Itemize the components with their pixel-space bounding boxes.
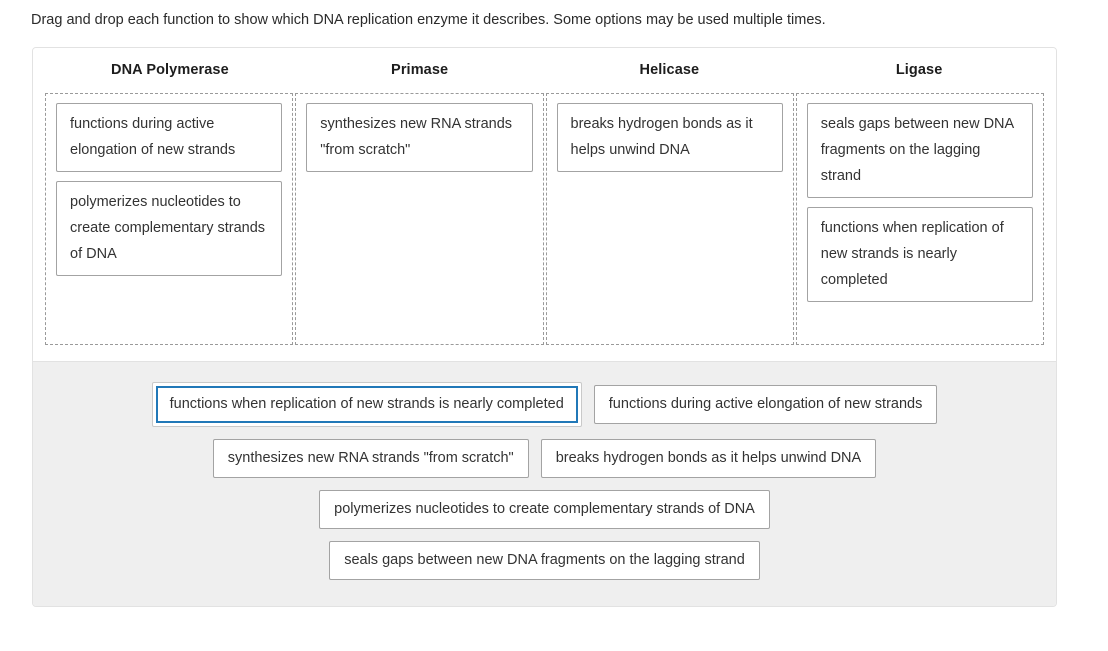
column-header-ligase: Ligase [895, 62, 943, 78]
drop-target-area: DNA Polymerase Primase Helicase Ligase f… [33, 48, 1056, 361]
drop-zone-helicase[interactable]: breaks hydrogen bonds as it helps unwind… [545, 93, 794, 345]
drop-zone-ligase[interactable]: seals gaps between new DNA fragments on … [795, 93, 1044, 345]
column-header-helicase: Helicase [639, 62, 700, 78]
column-headers: DNA Polymerase Primase Helicase Ligase [45, 62, 1044, 93]
column-header-primase: Primase [391, 62, 449, 78]
option-chip-label: functions when replication of new strand… [155, 386, 578, 423]
option-row: functions when replication of new strand… [51, 382, 1038, 427]
option-chip-selected[interactable]: functions when replication of new strand… [151, 382, 582, 427]
option-chip[interactable]: seals gaps between new DNA fragments on … [329, 541, 760, 580]
instruction-text: Drag and drop each function to show whic… [31, 12, 826, 28]
dropped-card[interactable]: polymerizes nucleotides to create comple… [56, 181, 283, 276]
option-chip[interactable]: functions during active elongation of ne… [593, 385, 938, 424]
option-chip[interactable]: synthesizes new RNA strands "from scratc… [212, 439, 529, 478]
option-chip[interactable]: polymerizes nucleotides to create comple… [319, 490, 770, 529]
option-row: synthesizes new RNA strands "from scratc… [51, 439, 1038, 478]
drop-zone-dna-polymerase[interactable]: functions during active elongation of ne… [45, 93, 294, 345]
column-header-dna-polymerase: DNA Polymerase [111, 62, 229, 78]
drag-and-drop-widget: DNA Polymerase Primase Helicase Ligase f… [32, 47, 1057, 607]
option-row: polymerizes nucleotides to create comple… [51, 490, 1038, 529]
option-row: seals gaps between new DNA fragments on … [51, 541, 1038, 580]
dropped-card[interactable]: seals gaps between new DNA fragments on … [806, 103, 1033, 198]
dropped-card[interactable]: breaks hydrogen bonds as it helps unwind… [556, 103, 783, 172]
option-chip[interactable]: breaks hydrogen bonds as it helps unwind… [540, 439, 877, 478]
option-bank: functions when replication of new strand… [33, 361, 1056, 606]
dropped-card[interactable]: functions during active elongation of ne… [56, 103, 283, 172]
drop-zone-primase[interactable]: synthesizes new RNA strands "from scratc… [295, 93, 544, 345]
drop-zones: functions during active elongation of ne… [45, 93, 1044, 345]
dropped-card[interactable]: functions when replication of new strand… [806, 207, 1033, 302]
dropped-card[interactable]: synthesizes new RNA strands "from scratc… [306, 103, 533, 172]
